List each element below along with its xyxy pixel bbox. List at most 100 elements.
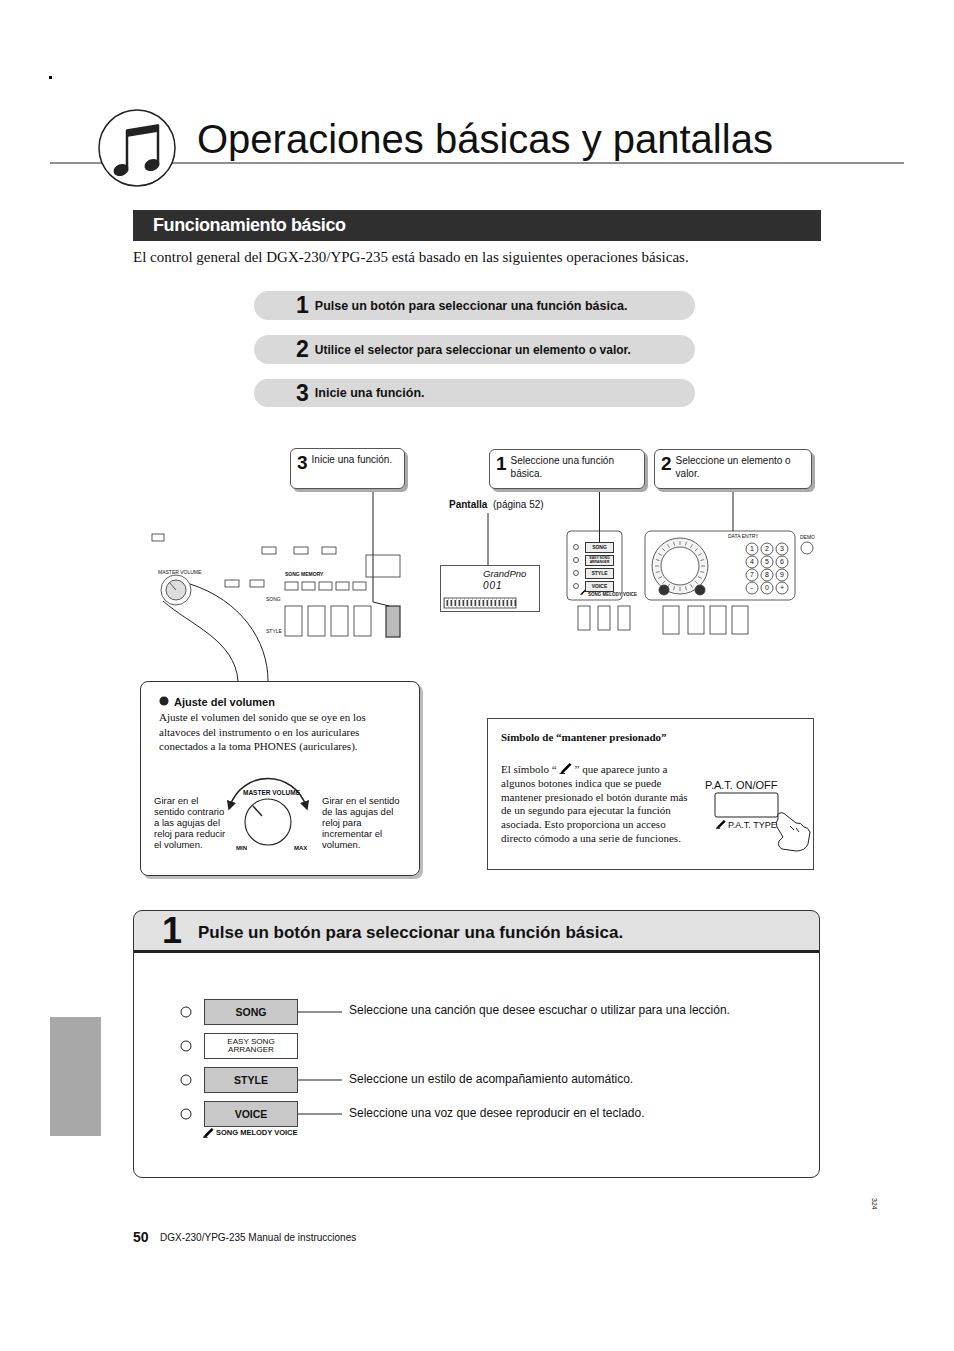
page-marks-part [49, 76, 52, 79]
section-band: Funcionamiento básico [133, 210, 821, 241]
panel-illustration [152, 531, 813, 637]
panel-illustration-part [250, 580, 264, 587]
panel-button: STYLE [585, 568, 614, 579]
panel-illustration-part [618, 606, 630, 630]
label-text: 6 [776, 558, 788, 566]
callout-box: 2Seleccione un elemento o valor. [654, 449, 812, 489]
panel-illustration-part [688, 606, 704, 634]
panel-illustration-part [161, 575, 191, 605]
label-text: DATA ENTRY [728, 534, 759, 540]
panel-illustration-part-part [761, 582, 773, 594]
label-text: - [746, 584, 758, 592]
panel-illustration-part-part [680, 541, 681, 545]
mode-button: EASY SONG ARRANGER [204, 1033, 298, 1059]
node-text: Inicie una función. [315, 386, 425, 400]
panel-illustration-part [574, 558, 579, 563]
node-text: EASY SONG ARRANGER [586, 557, 613, 564]
leader-lines-part [163, 601, 238, 681]
step-bar: 3 Inicie una función. [254, 379, 695, 407]
panel-illustration-part-part [700, 571, 704, 572]
callout-box: 1Seleccione una función básica. [489, 449, 645, 489]
panel-illustration-part-part [761, 569, 773, 581]
panel-illustration-part [262, 547, 276, 554]
panel-illustration-part [746, 543, 788, 594]
node-text: STYLE [591, 571, 607, 576]
node-text: 3 [297, 453, 308, 472]
music-icon-part [127, 125, 158, 136]
node-text: Utilice el selector para seleccionar un … [315, 343, 631, 357]
note-box: Símbolo de “mantener presionado”El símbo… [487, 718, 814, 870]
note-box: Ajuste del volumenAjuste el volumen del … [140, 681, 420, 876]
label-text: 1 [746, 545, 758, 553]
panel-illustration-part-part [761, 543, 773, 555]
panel-illustration-part [663, 606, 679, 634]
node-text: 3 [296, 382, 309, 405]
panel-illustration-part [732, 606, 748, 634]
node-text: 1 [496, 454, 507, 473]
panel-illustration-part-part [698, 554, 701, 556]
panel-illustration-part-part [698, 577, 701, 579]
mode-button: STYLE [204, 1067, 298, 1093]
step-bar: 1 Pulse un botón para seleccionar una fun… [254, 291, 695, 320]
panel-illustration-part [366, 555, 400, 577]
node-text: 2 [296, 338, 309, 361]
panel-illustration-part-part [776, 569, 788, 581]
label-text: 7 [746, 571, 758, 579]
panel-illustration-part-part [761, 556, 773, 568]
node-text: 1 [296, 294, 309, 317]
leader-lines [163, 489, 733, 681]
label-text: Pantalla [449, 499, 487, 511]
panel-illustration-part-part [691, 544, 693, 547]
node-text: Símbolo de “mantener presionado” [501, 731, 667, 745]
label-text: SONG MEMORY [285, 572, 323, 578]
node-text: 001 [483, 580, 503, 591]
panel-illustration-part-part [658, 577, 661, 579]
panel-illustration-part [225, 580, 239, 587]
node-text: Inicie una función. [312, 453, 393, 466]
label-text: MASTER VOLUME [243, 789, 300, 796]
panel-illustration-part-part [695, 548, 698, 551]
label-text: MIN [236, 845, 247, 852]
panel-illustration-part [444, 598, 516, 608]
panel-illustration-part-part [658, 554, 661, 556]
label-text: 5 [761, 558, 773, 566]
panel-illustration-part [574, 571, 579, 576]
label-text: 4 [746, 558, 758, 566]
label-text: P.A.T. TYPE [728, 820, 777, 830]
label-text: El control general del DGX-230/YPG-235 e… [133, 249, 689, 266]
music-icon-part [99, 110, 175, 186]
node-text: Pulse un botón para seleccionar una func… [315, 299, 628, 313]
panel-button: EASY SONG ARRANGER [585, 555, 614, 566]
panel-illustration-part [661, 547, 699, 585]
panel-illustration-part [567, 531, 622, 600]
panel-illustration-part-part [700, 560, 704, 561]
panel-illustration-part [170, 583, 176, 590]
panel-illustration-part-part [680, 587, 681, 591]
volume-illustration-part [245, 799, 291, 845]
label-text: 8 [761, 571, 773, 579]
panel-illustration-part [574, 584, 579, 589]
panel-illustration-part-part [695, 581, 698, 584]
leader-lines-part [733, 489, 734, 531]
panel-illustration-part [354, 606, 371, 636]
node-text: SONG [236, 1007, 267, 1018]
node-text: ” que aparece junto a algunos botones in… [501, 763, 688, 844]
panel-illustration-part [308, 606, 325, 636]
panel-illustration-part-part [746, 556, 758, 568]
mode-button: SONG [204, 999, 298, 1025]
label-text: + [776, 584, 788, 592]
label-text: DGX-230/YPG-235 Manual de instrucciones [160, 1232, 356, 1244]
panel-illustration-part [652, 538, 708, 594]
panel-illustration-part-part [691, 584, 693, 587]
panel-illustration-part-part [674, 586, 675, 590]
node-text: Ajuste del volumen [159, 696, 401, 708]
panel-illustration-part-part [776, 556, 788, 568]
label-text: Girar en el sentido de las agujas del re… [322, 796, 404, 851]
step-section: 1 Pulse un botón para seleccionar una fun… [133, 910, 820, 1178]
label-text: MASTER VOLUME [158, 570, 201, 576]
node-text: 1 [162, 913, 182, 949]
panel-illustration-part-part [668, 584, 670, 587]
hold-illustration-part [716, 820, 725, 828]
node-text: Pulse un botón para seleccionar una func… [198, 923, 623, 943]
node-text: Seleccione un elemento o valor. [676, 454, 805, 480]
